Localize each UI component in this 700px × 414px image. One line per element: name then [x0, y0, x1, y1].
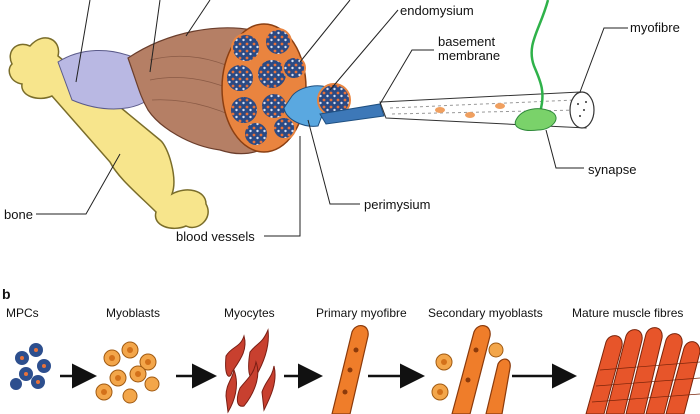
label-blood-vessels: blood vessels: [176, 229, 255, 244]
myofibre-shape: [379, 91, 595, 129]
muscle-cross-section: [221, 23, 307, 153]
nerve-and-synapse: [514, 0, 557, 131]
myoblast-nuclei: [101, 347, 151, 395]
stage-label-myoblasts: Myoblasts: [106, 306, 161, 320]
leader-lines: [36, 0, 628, 237]
label-myofibre: myofibre: [630, 20, 680, 35]
label-basement-membrane-1: basement: [438, 34, 496, 49]
stage-label-secondary-myoblasts: Secondary myoblasts: [428, 306, 543, 320]
primary-myofibre-shape: [331, 325, 369, 414]
bone-shape: [8, 37, 209, 230]
fascicle-shape: [283, 83, 385, 127]
stage-label-mpcs: MPCs: [6, 306, 39, 320]
label-perimysium: perimysium: [364, 197, 431, 212]
myocyte-cells: [225, 328, 276, 414]
panel-b-letter: b: [2, 286, 11, 302]
mature-fibre-bands: [591, 361, 700, 403]
label-synapse: synapse: [588, 162, 637, 177]
stage-label-mature-muscle-fibres: Mature muscle fibres: [572, 306, 684, 320]
mature-muscle-fibres-shape: [585, 327, 700, 414]
mpc-cells: [10, 343, 51, 390]
label-bone: bone: [4, 207, 33, 222]
myoblast-cells: [95, 341, 160, 404]
stage-label-myocytes: Myocytes: [224, 306, 275, 320]
label-basement-membrane-2: membrane: [438, 48, 501, 63]
stage-label-primary-myofibre: Primary myofibre: [316, 306, 407, 320]
secondary-myoblasts-shape: [431, 325, 511, 414]
label-endomysium: endomysium: [400, 3, 474, 18]
